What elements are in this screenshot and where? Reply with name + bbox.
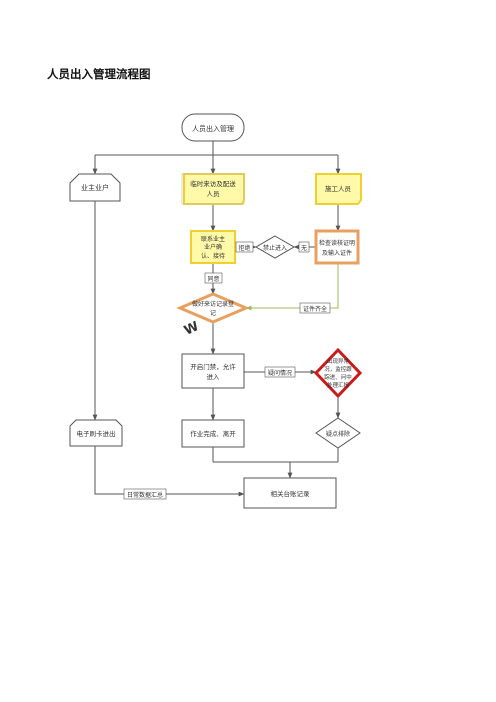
node-visitor bbox=[183, 173, 245, 205]
edge-check-register bbox=[245, 263, 339, 311]
node-records-label: 相关台账记录 bbox=[271, 489, 311, 498]
node-open-label-2: 进入 bbox=[207, 373, 221, 381]
node-construction bbox=[315, 173, 362, 205]
edge-label-suspicious-box bbox=[264, 366, 296, 378]
node-register-label-1: 做好来访记录登 bbox=[192, 300, 234, 308]
node-start-label: 人员出入管理 bbox=[192, 124, 234, 133]
edge-label-docs: 证件齐全 bbox=[303, 305, 327, 313]
node-abnormal-label-3: 踪进、问中 bbox=[324, 373, 352, 381]
node-workdone-label: 作业完成、离开 bbox=[190, 429, 236, 438]
node-forbid bbox=[255, 235, 295, 259]
edge-label-daily-box bbox=[123, 488, 167, 500]
node-contact-label-2: 业户确 bbox=[204, 243, 222, 251]
node-records bbox=[243, 477, 337, 509]
edge-label-daily: 日常数据汇总 bbox=[127, 491, 163, 499]
edge-label-docs-box bbox=[299, 302, 331, 314]
node-check-label-1: 检查读核证明 bbox=[319, 239, 355, 247]
edge-label-agree-box bbox=[204, 272, 223, 284]
node-register-label-2: 记 bbox=[210, 310, 216, 317]
node-contact-label-1: 联系业主 bbox=[201, 235, 225, 243]
node-contact-label-3: 认、接待 bbox=[201, 252, 225, 260]
node-owner-label: 业主业户 bbox=[81, 183, 109, 192]
edge-label-suspicious: 疑问情况 bbox=[268, 369, 292, 377]
node-visitor-label-2: 人员 bbox=[207, 190, 221, 198]
node-abnormal-label-1: 出现异常 bbox=[327, 357, 350, 365]
node-check-label-2: 及输入证件 bbox=[322, 249, 352, 257]
node-forbid-label: 禁止进入 bbox=[263, 244, 287, 252]
node-start bbox=[181, 113, 245, 142]
edge-label-refuse: 拒绝 bbox=[238, 244, 250, 252]
node-check bbox=[314, 229, 360, 265]
page-title: 人员出入管理流程图 bbox=[47, 67, 151, 81]
node-resolve bbox=[315, 417, 361, 449]
node-visitor-label-1: 临时来访及配送 bbox=[190, 179, 236, 188]
node-construction-label: 施工人员 bbox=[325, 184, 352, 193]
node-abnormal bbox=[313, 347, 363, 399]
node-workdone bbox=[181, 419, 245, 448]
node-owner bbox=[69, 173, 121, 202]
node-abnormal-label-4: 处理汇报 bbox=[327, 381, 350, 389]
node-card-label: 电子刷卡进出 bbox=[77, 429, 116, 438]
node-open-label-1: 开启门禁，允许 bbox=[190, 362, 236, 371]
watermark-mark: W bbox=[182, 319, 201, 339]
edge-label-refuse-box bbox=[235, 241, 254, 253]
node-contact bbox=[190, 230, 236, 264]
node-abnormal-label-2: 况，监控跟 bbox=[324, 365, 352, 373]
edge-label-none-box bbox=[298, 241, 310, 253]
edge-label-agree: 同意 bbox=[207, 275, 219, 283]
node-card bbox=[69, 419, 123, 447]
edge-label-none: 无 bbox=[301, 245, 307, 252]
edge-card-records bbox=[94, 446, 245, 497]
node-open bbox=[181, 353, 245, 389]
node-register bbox=[176, 292, 250, 324]
node-resolve-label: 疑点排除 bbox=[326, 430, 350, 438]
